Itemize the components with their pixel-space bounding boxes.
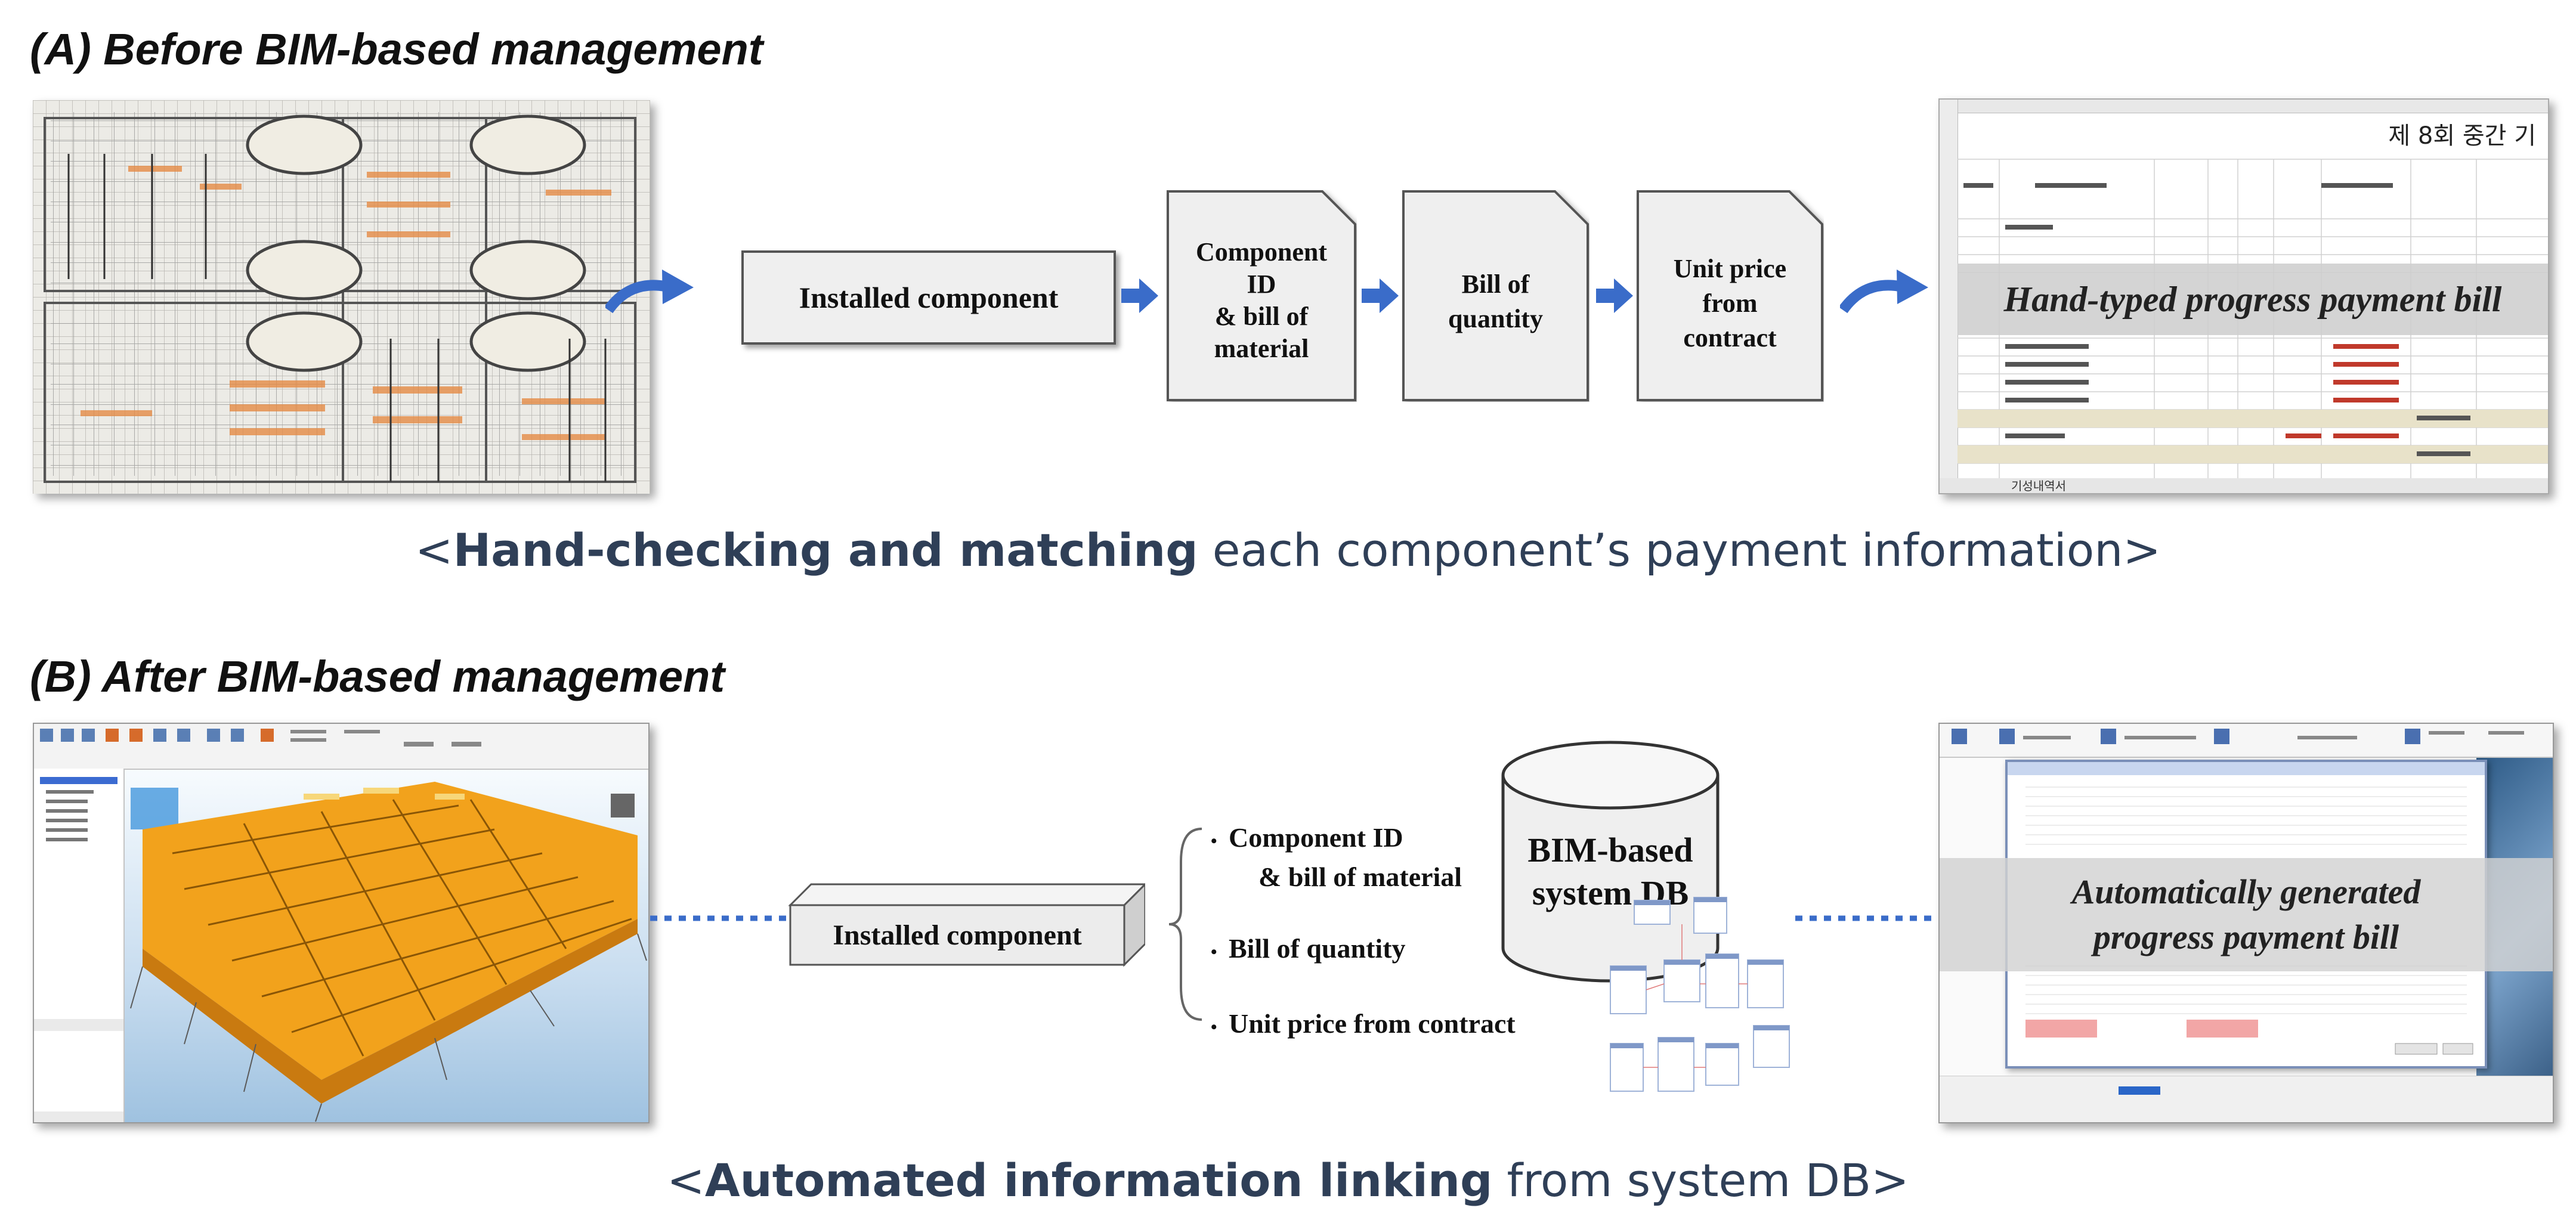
spreadsheet-overlay-band: Hand-typed progress payment bill [1957,264,2548,335]
generated-bill-overlay-line-2: progress payment bill [2093,918,2399,956]
bill-of-quantity-document: Bill of quantity [1402,190,1589,402]
installed-component-box: Installed component [741,250,1116,345]
linked-info-item-continued: & bill of material [1258,862,1462,892]
linked-info-item: •Unit price from contract [1211,1008,1516,1039]
caption-a-open: < [415,524,453,577]
dotted-connector-left [650,915,787,921]
component-id-line-2: ID [1247,270,1276,299]
caption-a-rest: each component’s payment information [1198,524,2123,577]
bill-of-quantity-line-2: quantity [1448,304,1543,333]
caption-a-close: > [2123,524,2161,577]
curved-arrow-icon [1840,270,1928,314]
unit-price-line-1: Unit price [1673,254,1787,283]
spreadsheet-overlay-text: Hand-typed progress payment bill [2003,279,2502,319]
bim-software-screenshot [33,723,650,1123]
construction-drawing-photo [33,100,650,494]
caption-b-rest: from system DB [1492,1154,1872,1207]
arrow-right-icon [1362,278,1399,313]
installed-component-3d-box: Installed component [787,881,1145,971]
bim-system-db-cylinder: BIM-based system DB [1500,739,1721,990]
generated-bill-overlay-band: Automatically generated progress payment… [1940,858,2553,971]
component-id-line-1: Component [1195,237,1328,267]
installed-component-label: Installed component [799,281,1059,314]
component-id-line-4: material [1214,334,1309,363]
section-a-title: (A) Before BIM-based management [30,24,763,74]
component-id-document: Component ID & bill of material [1166,190,1357,402]
section-b-title: (B) After BIM-based management [30,652,725,701]
linked-info-list: •Component ID & bill of material •Bill o… [1211,820,1516,1045]
component-id-line-3: & bill of [1214,302,1309,331]
section-a-caption: <Hand-checking and matching each compone… [0,524,2576,577]
linked-info-item: •Component ID [1211,822,1403,853]
dotted-connector-right [1795,915,1932,921]
bill-of-quantity-line-1: Bill of [1461,270,1530,299]
generated-bill-screenshot: Automatically generated progress payment… [1938,723,2554,1123]
installed-component-3d-label: Installed component [833,919,1082,951]
brace-icon [1169,828,1202,1021]
caption-b-bold: Automated information linking [704,1154,1493,1207]
db-schema-diagram [1604,894,1807,1109]
linked-info-item: •Bill of quantity [1211,933,1406,964]
unit-price-line-2: from [1702,289,1758,318]
caption-a-bold: Hand-checking and matching [453,524,1198,577]
sheet-tab[interactable]: 기성내역서 [2011,479,2066,493]
caption-b-close: > [1871,1154,1909,1207]
sheet-heading: 제 8회 중간 기 [2388,122,2536,150]
section-b-caption: <Automated information linking from syst… [0,1154,2576,1207]
caption-b-open: < [667,1154,705,1207]
unit-price-line-3: contract [1683,323,1777,352]
unit-price-document: Unit price from contract [1636,190,1824,402]
generated-bill-overlay-line-1: Automatically generated [2071,872,2421,911]
arrow-right-icon [1121,278,1158,313]
db-label-line-1: BIM-based [1527,831,1693,869]
curved-arrow-icon [605,270,694,314]
hand-typed-spreadsheet: 제 8회 중간 기 [1938,98,2549,494]
arrow-right-icon [1596,278,1633,313]
